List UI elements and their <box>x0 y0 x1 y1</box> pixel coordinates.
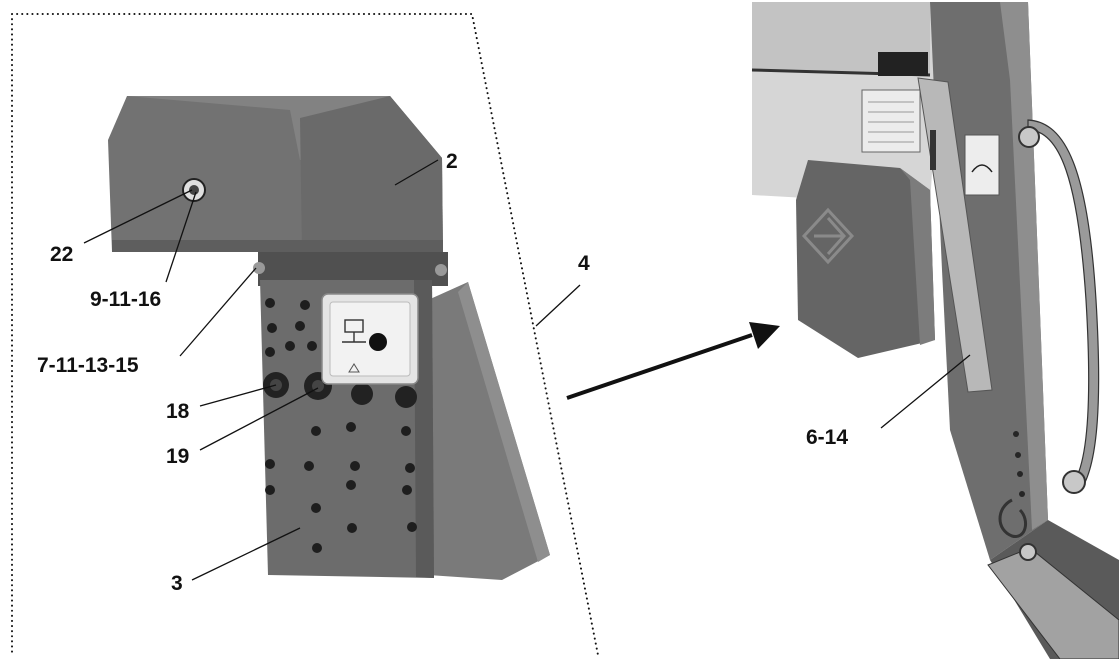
bolt-left <box>253 262 265 274</box>
logo-emblem-icon <box>801 207 855 265</box>
handle-bolt-bottom <box>1062 470 1086 494</box>
callout-6-14: 6-14 <box>806 426 848 449</box>
callout-7-11-13-15: 7-11-13-15 <box>37 354 139 377</box>
lynch-pin <box>998 498 1028 538</box>
detail-boundary <box>11 13 599 656</box>
slotted-bracket <box>917 77 993 393</box>
gland-4 <box>395 386 417 408</box>
callout-2: 2 <box>446 150 458 173</box>
side-gusset <box>428 282 550 580</box>
clamp-cover-side <box>900 168 935 345</box>
leader-lines <box>83 159 971 581</box>
machine-recess <box>878 52 928 76</box>
right-detail-unit <box>751 2 1119 659</box>
info-label <box>861 89 921 153</box>
plate-holes <box>265 298 417 553</box>
switch-box <box>321 293 419 385</box>
arrow-right-icon <box>566 322 780 400</box>
callout-4: 4 <box>578 252 590 275</box>
mast-holes <box>1013 431 1025 497</box>
handle-bolt-top <box>1018 126 1040 148</box>
clamp-cover <box>796 160 935 358</box>
mast-facet <box>1000 2 1048 530</box>
callout-3: 3 <box>171 572 183 595</box>
warning-symbol <box>348 363 360 373</box>
push-button-icon <box>369 333 387 351</box>
callout-18: 18 <box>166 400 190 423</box>
callout-9-11-16: 9-11-16 <box>90 288 161 311</box>
top-cover-facet <box>300 96 443 252</box>
bolt-right <box>435 264 447 276</box>
gland-3 <box>351 383 373 405</box>
callout-19: 19 <box>166 445 189 468</box>
callout-22: 22 <box>50 243 73 266</box>
top-cover-shadow <box>112 240 443 252</box>
left-detail-unit <box>108 96 550 580</box>
foot-bolt <box>1019 543 1037 561</box>
plate-shadow <box>414 280 434 578</box>
gusset-edge <box>458 282 550 562</box>
